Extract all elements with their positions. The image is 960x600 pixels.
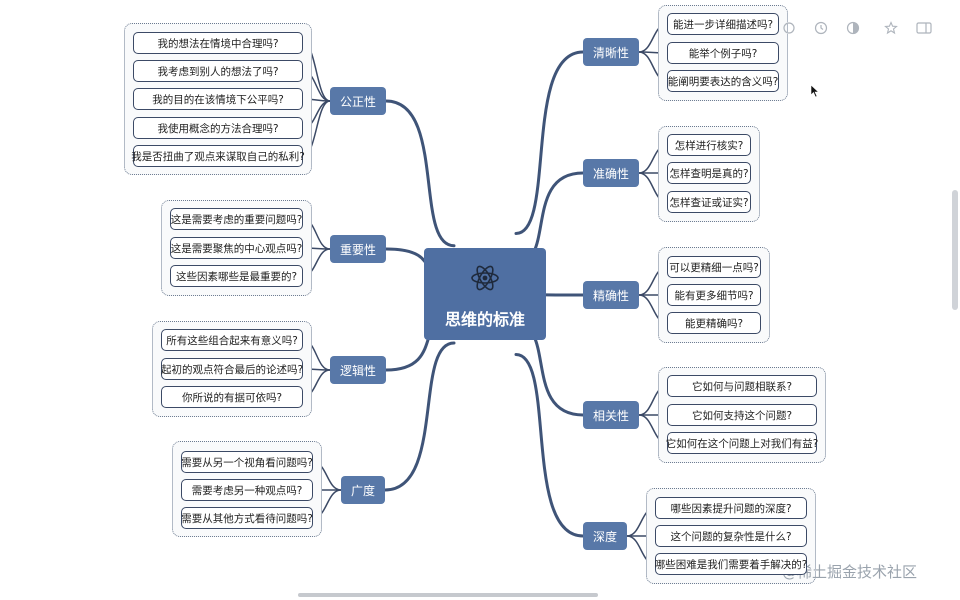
history-icon[interactable] — [814, 20, 828, 35]
leaf-precision-2[interactable]: 能有更多细节吗? — [667, 284, 761, 306]
leaf-fairness-2[interactable]: 我考虑到别人的想法了吗? — [133, 60, 303, 82]
leaf-depth-3[interactable]: 哪些困难是我们需要着手解决的? — [655, 553, 807, 575]
branch-relevance[interactable]: 相关性 — [583, 401, 639, 429]
vertical-scrollbar[interactable] — [952, 190, 958, 310]
branch-depth[interactable]: 深度 — [583, 522, 627, 550]
mouse-cursor-icon — [810, 84, 820, 98]
leaf-clarity-1[interactable]: 能进一步详细描述吗? — [667, 13, 779, 35]
branch-fairness[interactable]: 公正性 — [330, 87, 386, 115]
leaf-relevance-1[interactable]: 它如何与问题相联系? — [667, 375, 817, 397]
leaf-clarity-3[interactable]: 能阐明要表达的含义吗? — [667, 70, 779, 92]
leaf-breadth-1[interactable]: 需要从另一个视角看问题吗? — [181, 451, 313, 473]
leaf-depth-2[interactable]: 这个问题的复杂性是什么? — [655, 525, 807, 547]
leaf-significance-3[interactable]: 这些因素哪些是最重要的? — [170, 265, 303, 287]
leaf-fairness-3[interactable]: 我的目的在该情境下公平吗? — [133, 88, 303, 110]
leaf-logic-3[interactable]: 你所说的有据可依吗? — [161, 386, 303, 408]
watermark: @稀土掘金技术社区 — [782, 563, 918, 581]
branch-precision[interactable]: 精确性 — [583, 281, 639, 309]
leaf-breadth-3[interactable]: 需要从其他方式看待问题吗? — [181, 507, 313, 529]
leaf-fairness-4[interactable]: 我使用概念的方法合理吗? — [133, 117, 303, 139]
leaf-accuracy-1[interactable]: 怎样进行核实? — [667, 134, 751, 156]
leaf-clarity-2[interactable]: 能举个例子吗? — [667, 42, 779, 64]
theme-icon[interactable] — [846, 20, 860, 35]
branch-accuracy[interactable]: 准确性 — [583, 159, 639, 187]
leaf-relevance-3[interactable]: 它如何在这个问题上对我们有益? — [666, 432, 818, 454]
central-topic[interactable]: 思维的标准 — [424, 248, 546, 340]
leaf-fairness-5[interactable]: 我是否扭曲了观点来谋取自己的私利? — [131, 145, 305, 167]
leaf-relevance-2[interactable]: 它如何支持这个问题? — [667, 404, 817, 426]
leaf-breadth-2[interactable]: 需要考虑另一种观点吗? — [181, 479, 313, 501]
leaf-accuracy-3[interactable]: 怎样查证或证实? — [667, 191, 751, 213]
leaf-depth-1[interactable]: 哪些因素提升问题的深度? — [655, 497, 807, 519]
leaf-significance-1[interactable]: 这是需要考虑的重要问题吗? — [170, 208, 303, 230]
share-icon[interactable] — [782, 20, 796, 34]
star-icon[interactable] — [884, 20, 898, 35]
branch-logic[interactable]: 逻辑性 — [330, 356, 386, 384]
central-topic-title: 思维的标准 — [444, 310, 525, 329]
leaf-precision-1[interactable]: 可以更精细一点吗? — [667, 256, 761, 278]
leaf-accuracy-2[interactable]: 怎样查明是真的? — [667, 162, 751, 184]
leaf-significance-2[interactable]: 这是需要聚焦的中心观点吗? — [170, 237, 303, 259]
sidebar-icon[interactable] — [916, 20, 932, 34]
leaf-fairness-1[interactable]: 我的想法在情境中合理吗? — [133, 32, 303, 54]
branch-significance[interactable]: 重要性 — [330, 235, 386, 263]
branch-clarity[interactable]: 清晰性 — [583, 38, 639, 66]
leaf-logic-1[interactable]: 所有这些组合起来有意义吗? — [161, 329, 303, 351]
leaf-logic-2[interactable]: 起初的观点符合最后的论述吗? — [161, 358, 303, 380]
atom-icon — [471, 265, 499, 291]
horizontal-scrollbar[interactable] — [298, 593, 598, 597]
branch-breadth[interactable]: 广度 — [341, 476, 385, 504]
leaf-precision-3[interactable]: 能更精确吗? — [667, 312, 761, 334]
